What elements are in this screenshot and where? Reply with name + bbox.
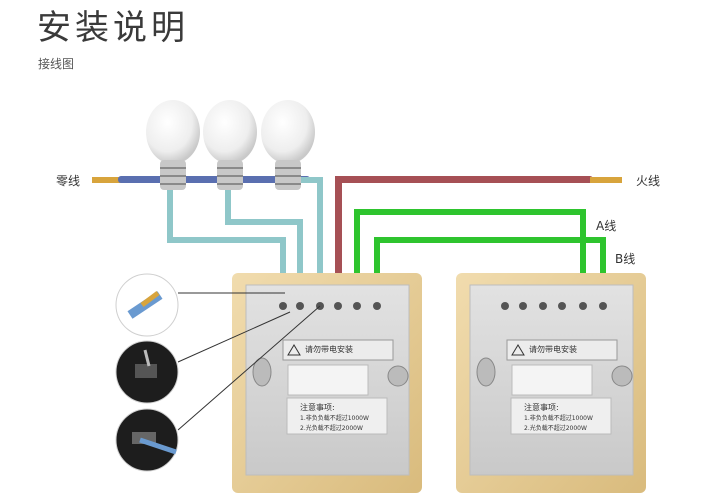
switch-2-note-1: 1.非负负载不超过1000W [524,415,593,422]
live-label: 火线 [636,174,661,188]
page-title: 安装说明 [37,8,189,48]
bulb-3 [261,100,315,190]
page-subtitle: 接线图 [38,57,75,71]
switch-1-note-2: 2.光负载不超过2000W [300,425,363,432]
switch-2-note-2: 2.光负载不超过2000W [524,425,587,432]
bulb-2 [203,100,257,190]
detail-terminal-2 [115,408,179,472]
line-a-label: A线 [596,219,617,233]
detail-terminal-1 [115,340,179,404]
bulb-1 [146,100,200,190]
neutral-label: 零线 [56,174,81,188]
line-b-label: B线 [615,252,636,266]
switch-1-note-1: 1.非负负载不超过1000W [300,415,369,422]
switch-2-warning: 请勿带电安装 [529,345,577,354]
switch-2-notes-title: 注意事项: [524,403,559,412]
traveler-wires [354,209,606,300]
switch-2 [456,273,646,493]
switch-1-warning: 请勿带电安装 [305,345,353,354]
detail-wire-end [115,273,179,337]
callout-lines [177,292,321,431]
live-wire [335,176,622,304]
switch-1 [232,273,422,493]
switch-1-notes-title: 注意事项: [300,403,335,412]
